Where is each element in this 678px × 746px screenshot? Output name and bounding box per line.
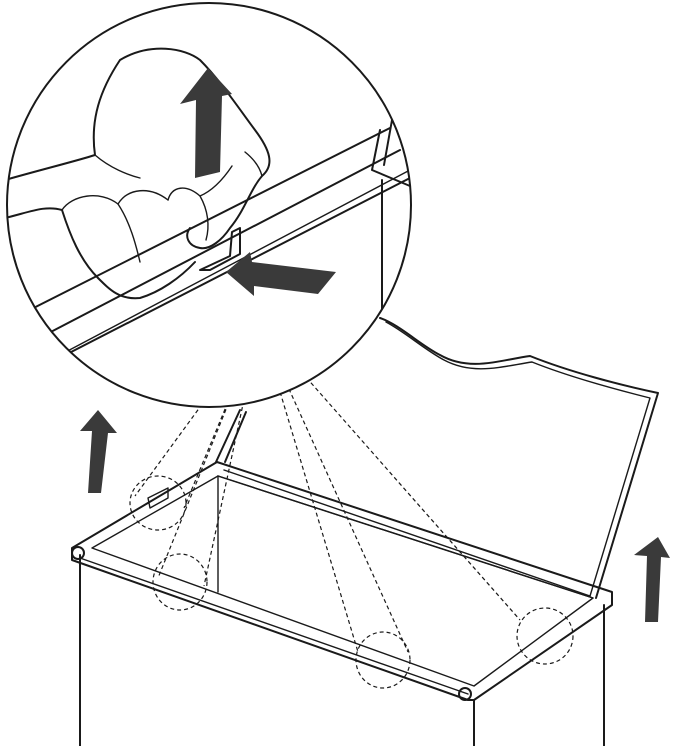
hinge-marker (152, 553, 208, 611)
hinge-clip (147, 487, 169, 509)
hand (7, 47, 271, 300)
arrow-left-icon (226, 252, 336, 296)
hinge-marker (516, 607, 574, 665)
arrow-up-icon (180, 68, 232, 178)
freezer-cavity (217, 475, 594, 599)
hinge-markers (129, 475, 574, 689)
latch-clip (199, 227, 241, 271)
corner-cap (71, 546, 85, 560)
magnified-detail (6, 2, 412, 408)
freezer-cabinet (79, 554, 605, 746)
hinge-marker (355, 631, 411, 689)
arrow-up-icon (634, 537, 670, 622)
arrow-up-icon (80, 410, 117, 493)
corner-cap (458, 687, 472, 701)
